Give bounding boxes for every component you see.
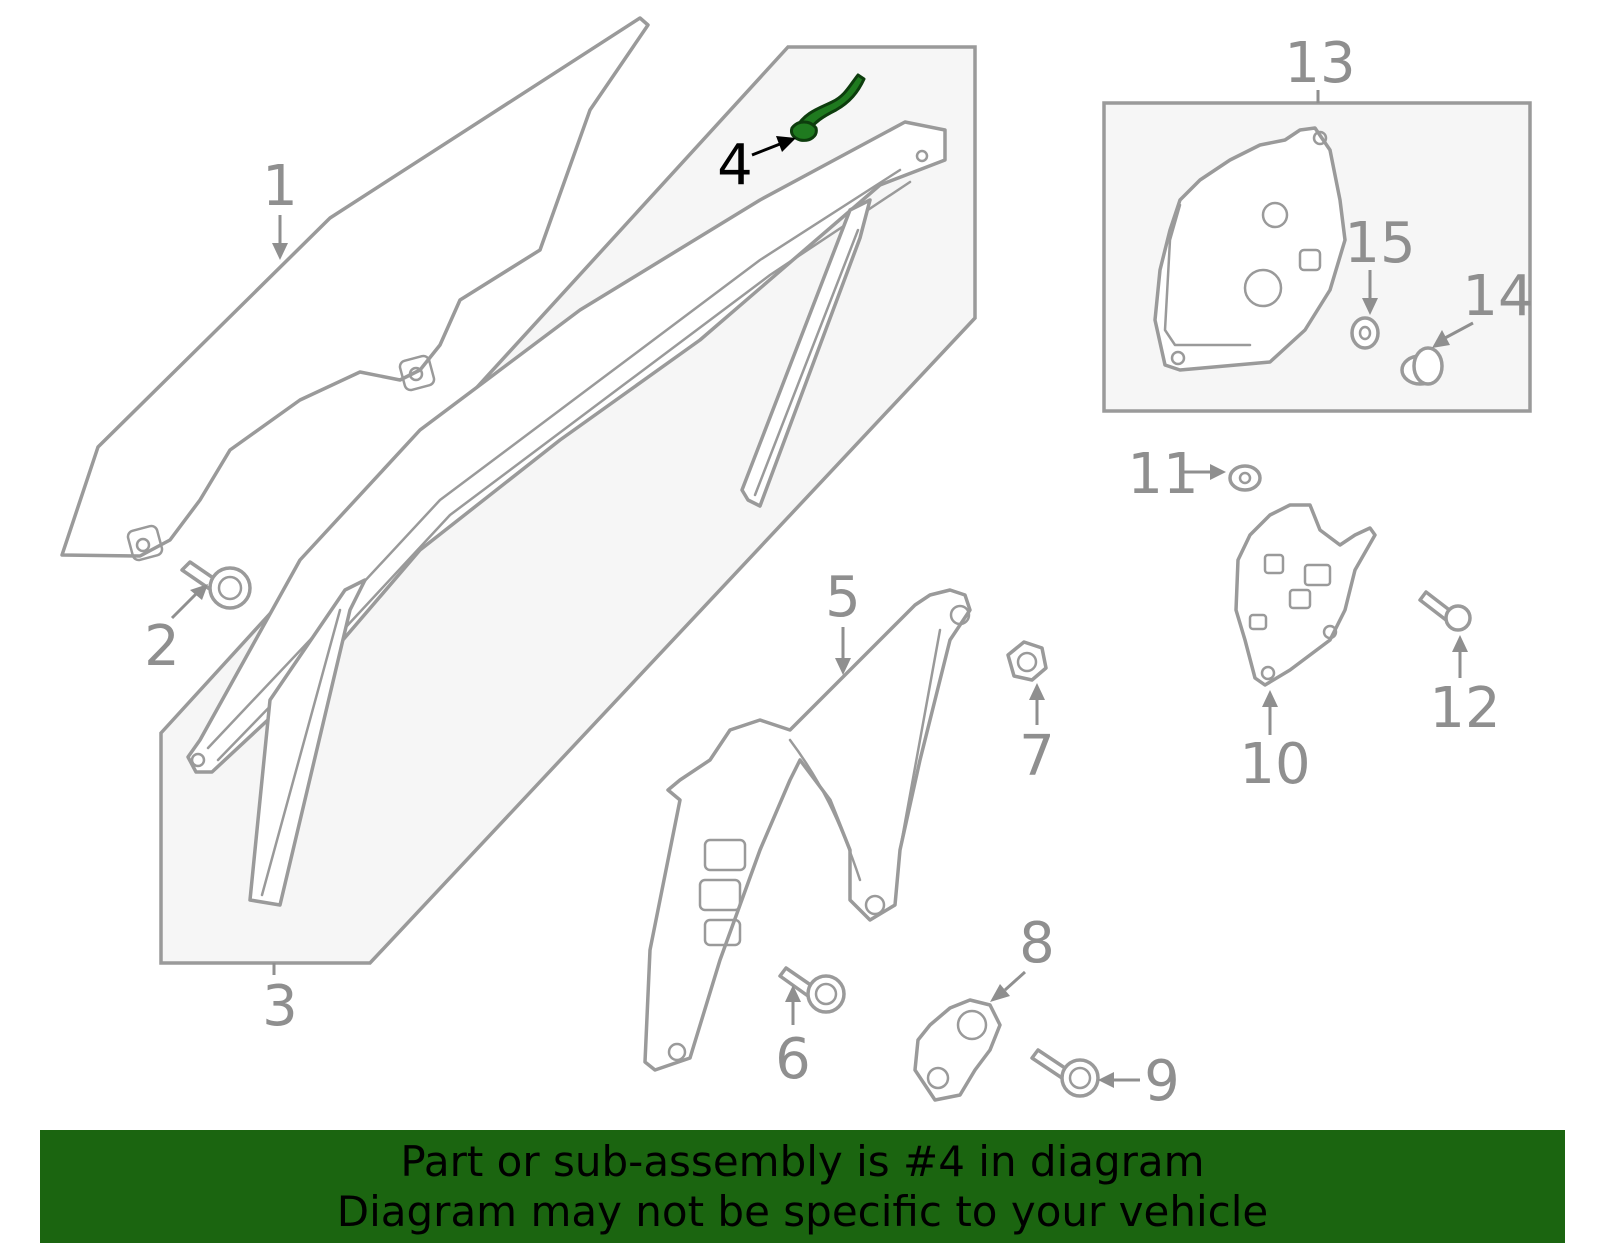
part-5-window-regulator: [643, 588, 972, 1072]
part-3-door-frame: [159, 45, 977, 965]
callout-6: 6: [775, 1027, 811, 1092]
callout-2: 2: [144, 614, 180, 679]
callout-9: 9: [1144, 1049, 1180, 1114]
callout-14: 14: [1462, 264, 1533, 329]
part-10-bracket: [1234, 503, 1377, 687]
part-13-assembly-box: [1102, 101, 1532, 413]
part-4-cable-highlighted: [790, 73, 866, 142]
callout-4: 4: [717, 133, 753, 198]
callout-8: 8: [1019, 911, 1055, 976]
part-9-bolt: [1030, 1048, 1100, 1098]
callout-11: 11: [1127, 442, 1198, 507]
part-7-nut: [1006, 640, 1048, 682]
leader-lines: [170, 90, 1474, 1088]
banner-line-1: Part or sub-assembly is #4 in diagram: [400, 1136, 1205, 1186]
part-15-washer: [1350, 316, 1380, 350]
part-14-cap: [1400, 346, 1444, 386]
part-8-window-motor: [913, 998, 1002, 1102]
callout-1: 1: [262, 154, 298, 219]
banner-line-2: Diagram may not be specific to your vehi…: [336, 1186, 1269, 1236]
callout-12: 12: [1429, 676, 1500, 741]
callout-7: 7: [1019, 724, 1055, 789]
callout-labels: 1 2 3 4 5 6 7 8 9 10 11 12 13 14 15: [144, 31, 1533, 1114]
callout-15: 15: [1344, 211, 1415, 276]
part-11-clip: [1228, 464, 1262, 492]
callout-3: 3: [262, 974, 298, 1039]
callout-5: 5: [825, 565, 861, 630]
part-2-bolt: [180, 560, 252, 610]
callout-10: 10: [1239, 732, 1310, 797]
callout-13: 13: [1284, 31, 1355, 96]
part-1-door-glass: [60, 16, 650, 562]
part-12-screw: [1418, 590, 1472, 632]
info-banner: Part or sub-assembly is #4 in diagram Di…: [40, 1130, 1565, 1243]
part-6-bolt: [778, 966, 846, 1014]
